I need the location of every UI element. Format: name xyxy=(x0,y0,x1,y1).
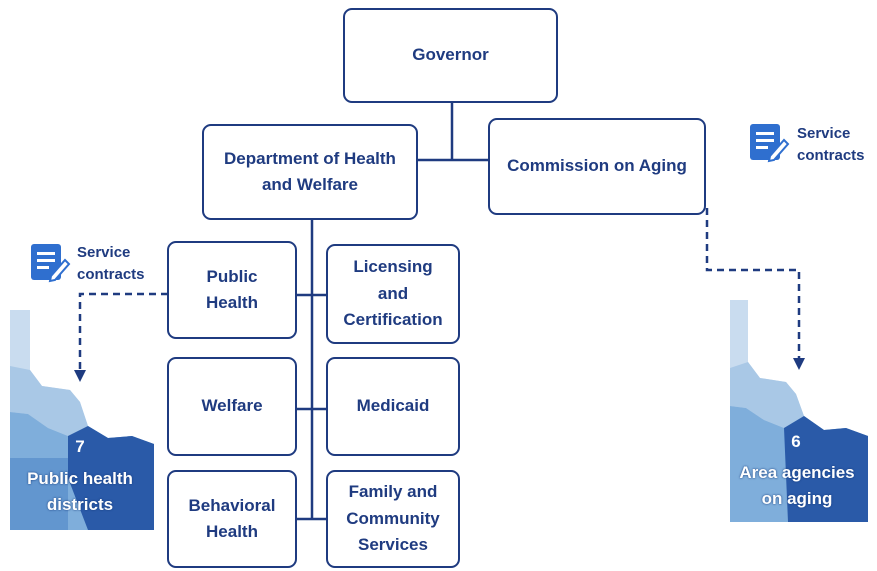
right-map-count: 6 xyxy=(791,432,801,451)
left-map-caption: Public health districts xyxy=(27,469,133,514)
public-health-label: Public Health xyxy=(206,266,258,312)
idaho-map-area-agencies xyxy=(730,300,868,522)
family-community-services-box: Family and Community Services xyxy=(326,470,460,568)
left-service-contract-arrow xyxy=(78,292,168,372)
commission-label: Commission on Aging xyxy=(507,156,687,176)
governor-box: Governor xyxy=(343,8,558,103)
document-edit-icon xyxy=(31,244,71,283)
right-arrowhead xyxy=(793,358,805,370)
governor-label: Governor xyxy=(412,45,489,65)
right-service-contract-arrow xyxy=(705,208,801,360)
public-health-box: Public Health xyxy=(167,241,297,339)
licensing-certification-box: Licensing and Certification xyxy=(326,244,460,344)
commission-on-aging-box: Commission on Aging xyxy=(488,118,706,215)
left-service-contracts-label: Service contracts xyxy=(77,244,145,283)
licensing-label: Licensing and Certification xyxy=(343,257,443,330)
idaho-map-public-health-districts xyxy=(10,310,154,530)
document-edit-icon xyxy=(750,124,790,163)
behavioral-health-box: Behavioral Health xyxy=(167,470,297,568)
left-map-count: 7 xyxy=(75,437,85,456)
behavioral-label: Behavioral Health xyxy=(188,495,276,541)
welfare-box: Welfare xyxy=(167,357,297,456)
right-map-caption: Area agencies on aging xyxy=(739,463,855,508)
left-arrowhead xyxy=(74,370,86,382)
welfare-label: Welfare xyxy=(201,396,263,416)
medicaid-box: Medicaid xyxy=(326,357,460,456)
medicaid-label: Medicaid xyxy=(356,396,430,416)
right-service-contracts-label: Service contracts xyxy=(797,125,865,164)
family-label: Family and Community Services xyxy=(346,482,440,555)
department-label: Department of Health and Welfare xyxy=(224,148,396,194)
department-health-welfare-box: Department of Health and Welfare xyxy=(202,124,418,220)
